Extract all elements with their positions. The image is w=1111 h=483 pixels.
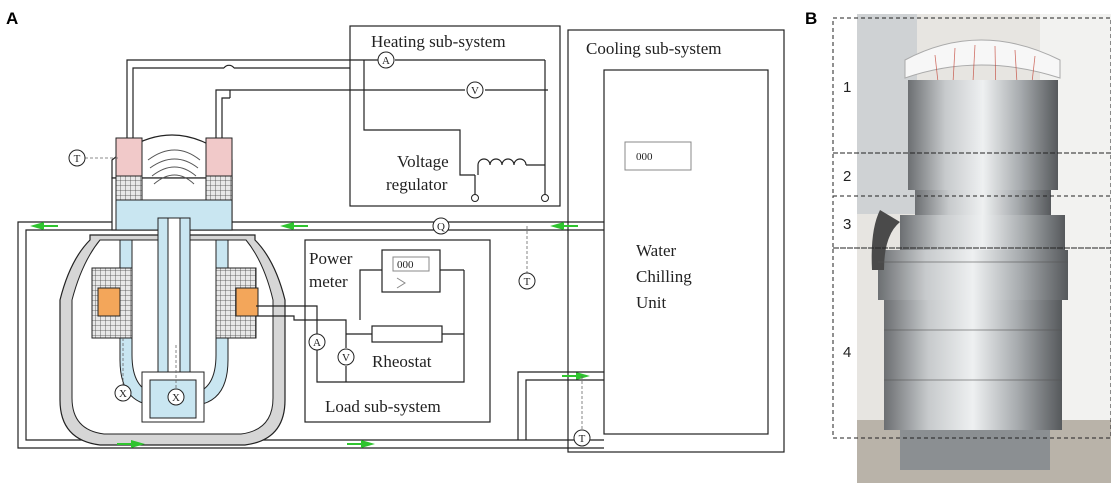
svg-text:X: X — [119, 388, 127, 400]
coolant-loop — [17, 221, 604, 449]
svg-text:A: A — [382, 55, 390, 67]
water-chilling-unit — [603, 69, 769, 435]
power-meter-label-1: Power — [309, 249, 353, 268]
cooling-subsystem: Cooling sub-system 000 Water Chilling Un… — [567, 29, 785, 453]
flow-arrows — [30, 222, 590, 448]
cooling-subsystem-label: Cooling sub-system — [586, 39, 722, 58]
chiller-display — [624, 141, 692, 171]
rheostat-symbol — [371, 325, 443, 343]
heating-ammeter: A — [377, 51, 395, 69]
rheostat-label: Rheostat — [372, 352, 432, 371]
panel-letter-b: B — [805, 9, 817, 28]
heating-subsystem: Heating sub-system Voltage regulator — [349, 25, 561, 207]
thermometer-pipe-bottom: T — [573, 376, 591, 447]
chiller-label-2: Chilling — [636, 267, 692, 286]
load-voltmeter: V — [337, 348, 355, 366]
segment-label-2: 2 — [843, 168, 851, 185]
x-sensor-right: X — [167, 345, 185, 406]
prototype-photo — [857, 14, 1111, 483]
chiller-inlet-pipe — [517, 371, 604, 440]
chiller-display-value: 000 — [636, 151, 653, 163]
load-ammeter: A — [308, 333, 326, 351]
load-subsystem-label: Load sub-system — [325, 397, 441, 416]
panel-letter-a: A — [6, 9, 18, 28]
svg-text:A: A — [313, 337, 321, 349]
chiller-label-3: Unit — [636, 293, 667, 312]
heating-voltmeter: V — [466, 81, 484, 99]
load-subsystem: Power meter 000 Rheostat Load sub-system… — [256, 239, 491, 423]
svg-text:T: T — [579, 433, 586, 445]
chiller-label-1: Water — [636, 241, 676, 260]
svg-text:V: V — [471, 85, 479, 97]
x-sensor-left: X — [114, 338, 132, 402]
power-meter-display: 000 — [397, 259, 414, 271]
heating-subsystem-label: Heating sub-system — [371, 32, 506, 51]
segment-label-4: 4 — [843, 344, 851, 361]
svg-text:T: T — [74, 153, 81, 165]
segment-label-3: 3 — [843, 216, 851, 233]
svg-text:V: V — [342, 352, 350, 364]
svg-text:T: T — [524, 276, 531, 288]
svg-text:Q: Q — [437, 221, 445, 233]
thermometer-pipe-top: T — [518, 226, 536, 290]
flowmeter-q: Q — [432, 217, 450, 235]
thermometer-reactor: T — [68, 149, 118, 167]
power-meter-label-2: meter — [309, 272, 348, 291]
voltage-regulator-label-1: Voltage — [397, 152, 449, 171]
photo-segments — [832, 17, 1111, 439]
svg-text:X: X — [172, 392, 180, 404]
segment-label-1: 1 — [843, 79, 851, 96]
voltage-regulator-label-2: regulator — [386, 175, 448, 194]
